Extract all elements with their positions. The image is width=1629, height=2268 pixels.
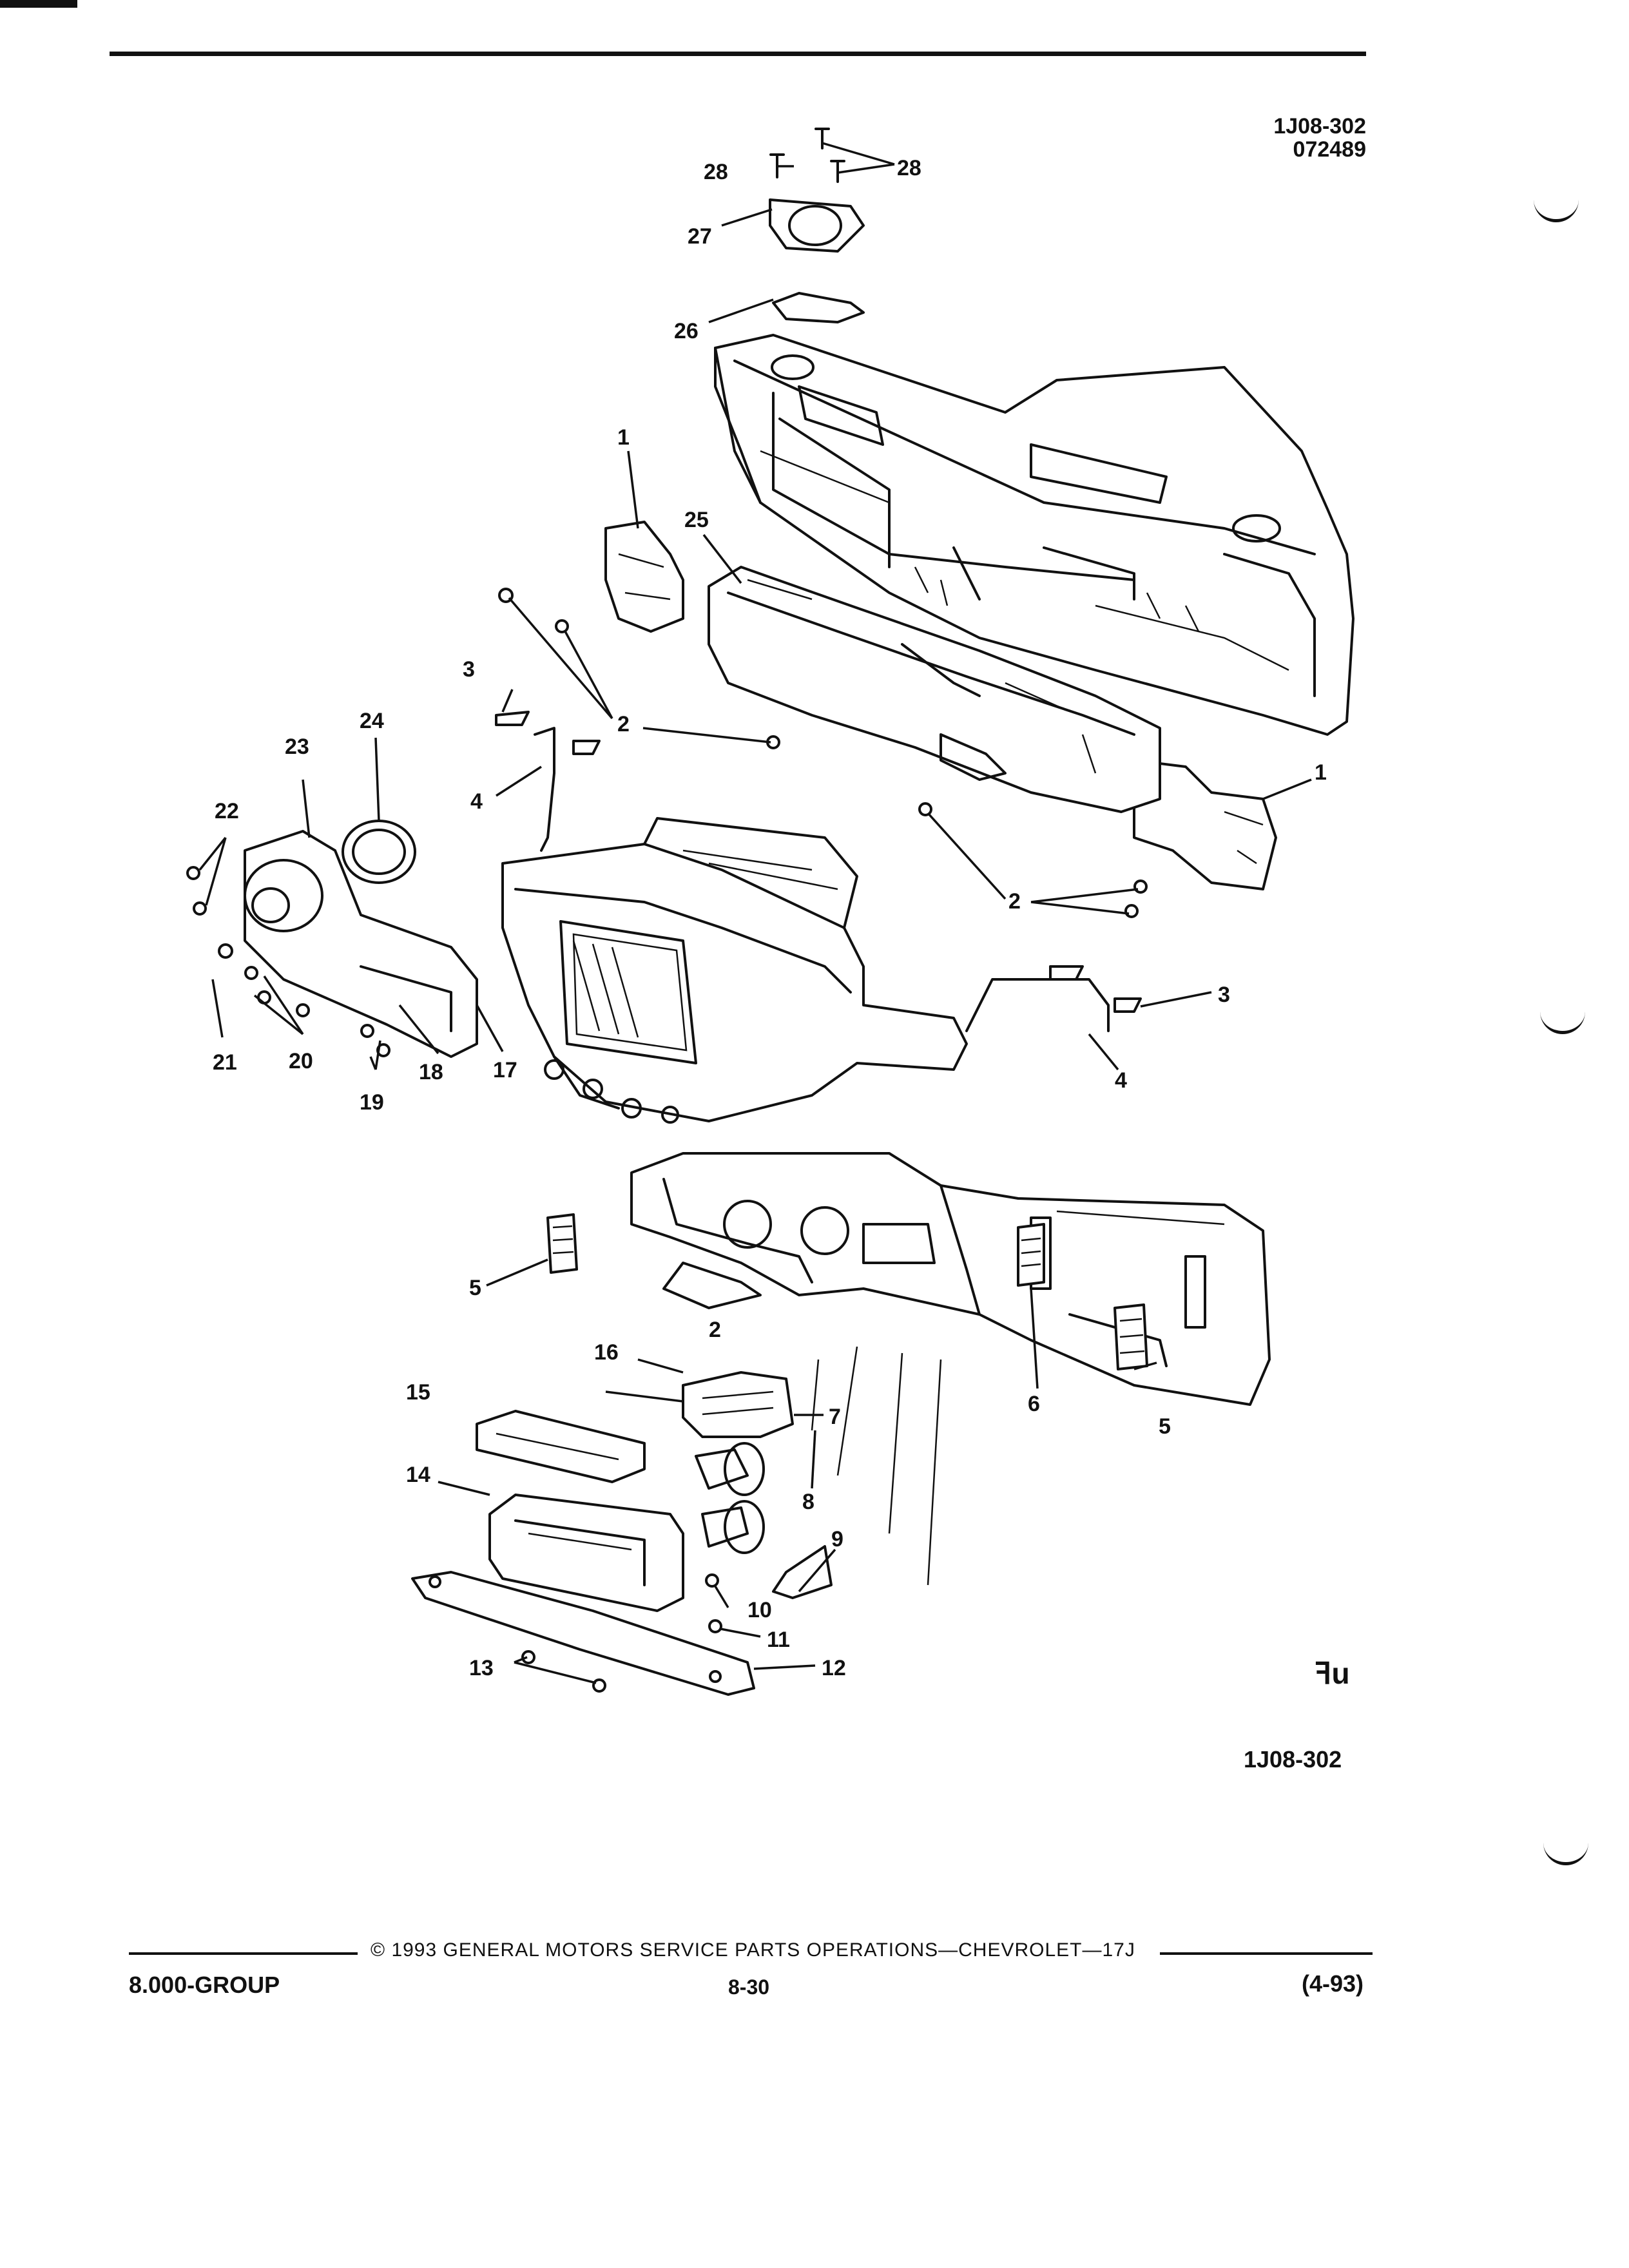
callout-label: 13 xyxy=(469,1656,494,1680)
control-assembly xyxy=(682,1371,794,1438)
blower-motor-housing xyxy=(244,830,478,1058)
leader-lines xyxy=(198,142,1312,1684)
callout-label: 2 xyxy=(1008,889,1021,914)
main-air-duct xyxy=(708,566,1161,813)
callout-label: 28 xyxy=(897,156,921,180)
callout-label: 26 xyxy=(674,319,699,343)
gm-spo-logo: ꟻu xyxy=(1315,1657,1350,1690)
page-curl-mark xyxy=(1543,1836,1588,1865)
blower-screws xyxy=(186,866,390,1057)
callout-label: 15 xyxy=(406,1380,430,1405)
footer-rule-right xyxy=(1160,1952,1373,1955)
page-number: 8-30 xyxy=(728,1975,770,1999)
callout-labels: 28 28 27 26 1 25 2 2 3 3 4 4 1 5 6 5 7 8… xyxy=(213,156,1327,1680)
floor-trim-lines xyxy=(811,1346,942,1586)
side-duct-right xyxy=(1133,759,1277,890)
side-duct-left xyxy=(604,521,684,633)
callout-label: 25 xyxy=(684,508,709,532)
callout-label: 1 xyxy=(617,425,630,450)
blower-seal xyxy=(342,820,416,884)
callout-label: 11 xyxy=(767,1628,790,1652)
console-bracket xyxy=(411,1571,755,1696)
cable-controls xyxy=(521,1442,833,1693)
callout-label: 24 xyxy=(360,709,384,733)
adapter-screws xyxy=(769,128,845,183)
footer-rule-left xyxy=(129,1952,358,1955)
callout-label: 4 xyxy=(1115,1068,1127,1093)
callout-label: 2 xyxy=(709,1318,721,1342)
console-housing xyxy=(488,1494,684,1612)
callout-label: 18 xyxy=(419,1060,443,1084)
date-code: 072489 xyxy=(1293,137,1366,162)
callout-label: 12 xyxy=(822,1656,846,1680)
callout-label: 9 xyxy=(831,1527,843,1552)
page-curl-mark xyxy=(1540,1005,1585,1034)
callout-label: 17 xyxy=(493,1058,517,1082)
scan-edge-mark xyxy=(0,0,77,8)
dash-vent-outlets xyxy=(546,1213,1148,1370)
figure-footer-code: 1J08-302 xyxy=(1244,1746,1342,1773)
callout-label: 1 xyxy=(1315,760,1327,785)
instrument-panel-carrier xyxy=(714,334,1354,736)
callout-label: 3 xyxy=(1218,983,1230,1007)
callout-label: 5 xyxy=(469,1276,481,1300)
copyright-notice: © 1993 GENERAL MOTORS SERVICE PARTS OPER… xyxy=(371,1939,1135,1961)
outlet-seal xyxy=(772,292,865,323)
group-label: 8.000-GROUP xyxy=(129,1972,280,1998)
callout-label: 10 xyxy=(747,1598,772,1622)
figure-code: 1J08-302 xyxy=(1273,114,1366,139)
callout-label: 3 xyxy=(463,657,475,682)
callout-label: 7 xyxy=(829,1405,841,1429)
drain-hose-left xyxy=(495,711,601,852)
callout-label: 2 xyxy=(617,712,630,736)
instrument-panel-pad xyxy=(630,1152,1271,1406)
heater-case xyxy=(501,817,968,1124)
page-curl-mark xyxy=(1534,193,1579,222)
revision-code: (4-93) xyxy=(1302,1970,1364,1997)
callout-label: 20 xyxy=(289,1049,313,1073)
callout-label: 6 xyxy=(1028,1392,1040,1416)
outlet-adapter xyxy=(769,198,865,253)
callout-label: 19 xyxy=(360,1090,384,1115)
callout-label: 28 xyxy=(704,160,728,184)
callout-label: 21 xyxy=(213,1050,237,1075)
callout-label: 14 xyxy=(406,1463,430,1487)
figure-reference: 1J08-302 072489 xyxy=(1211,115,1366,161)
header-rule xyxy=(110,52,1366,56)
drain-hose-right xyxy=(965,965,1142,1032)
callout-label: 23 xyxy=(285,735,309,759)
control-bezel xyxy=(476,1410,646,1483)
callout-label: 5 xyxy=(1159,1414,1171,1439)
callout-label: 27 xyxy=(688,224,712,249)
callout-label: 8 xyxy=(802,1490,815,1514)
callout-label: 16 xyxy=(594,1340,619,1365)
callout-label: 22 xyxy=(215,799,239,823)
callout-label: 4 xyxy=(470,789,483,814)
